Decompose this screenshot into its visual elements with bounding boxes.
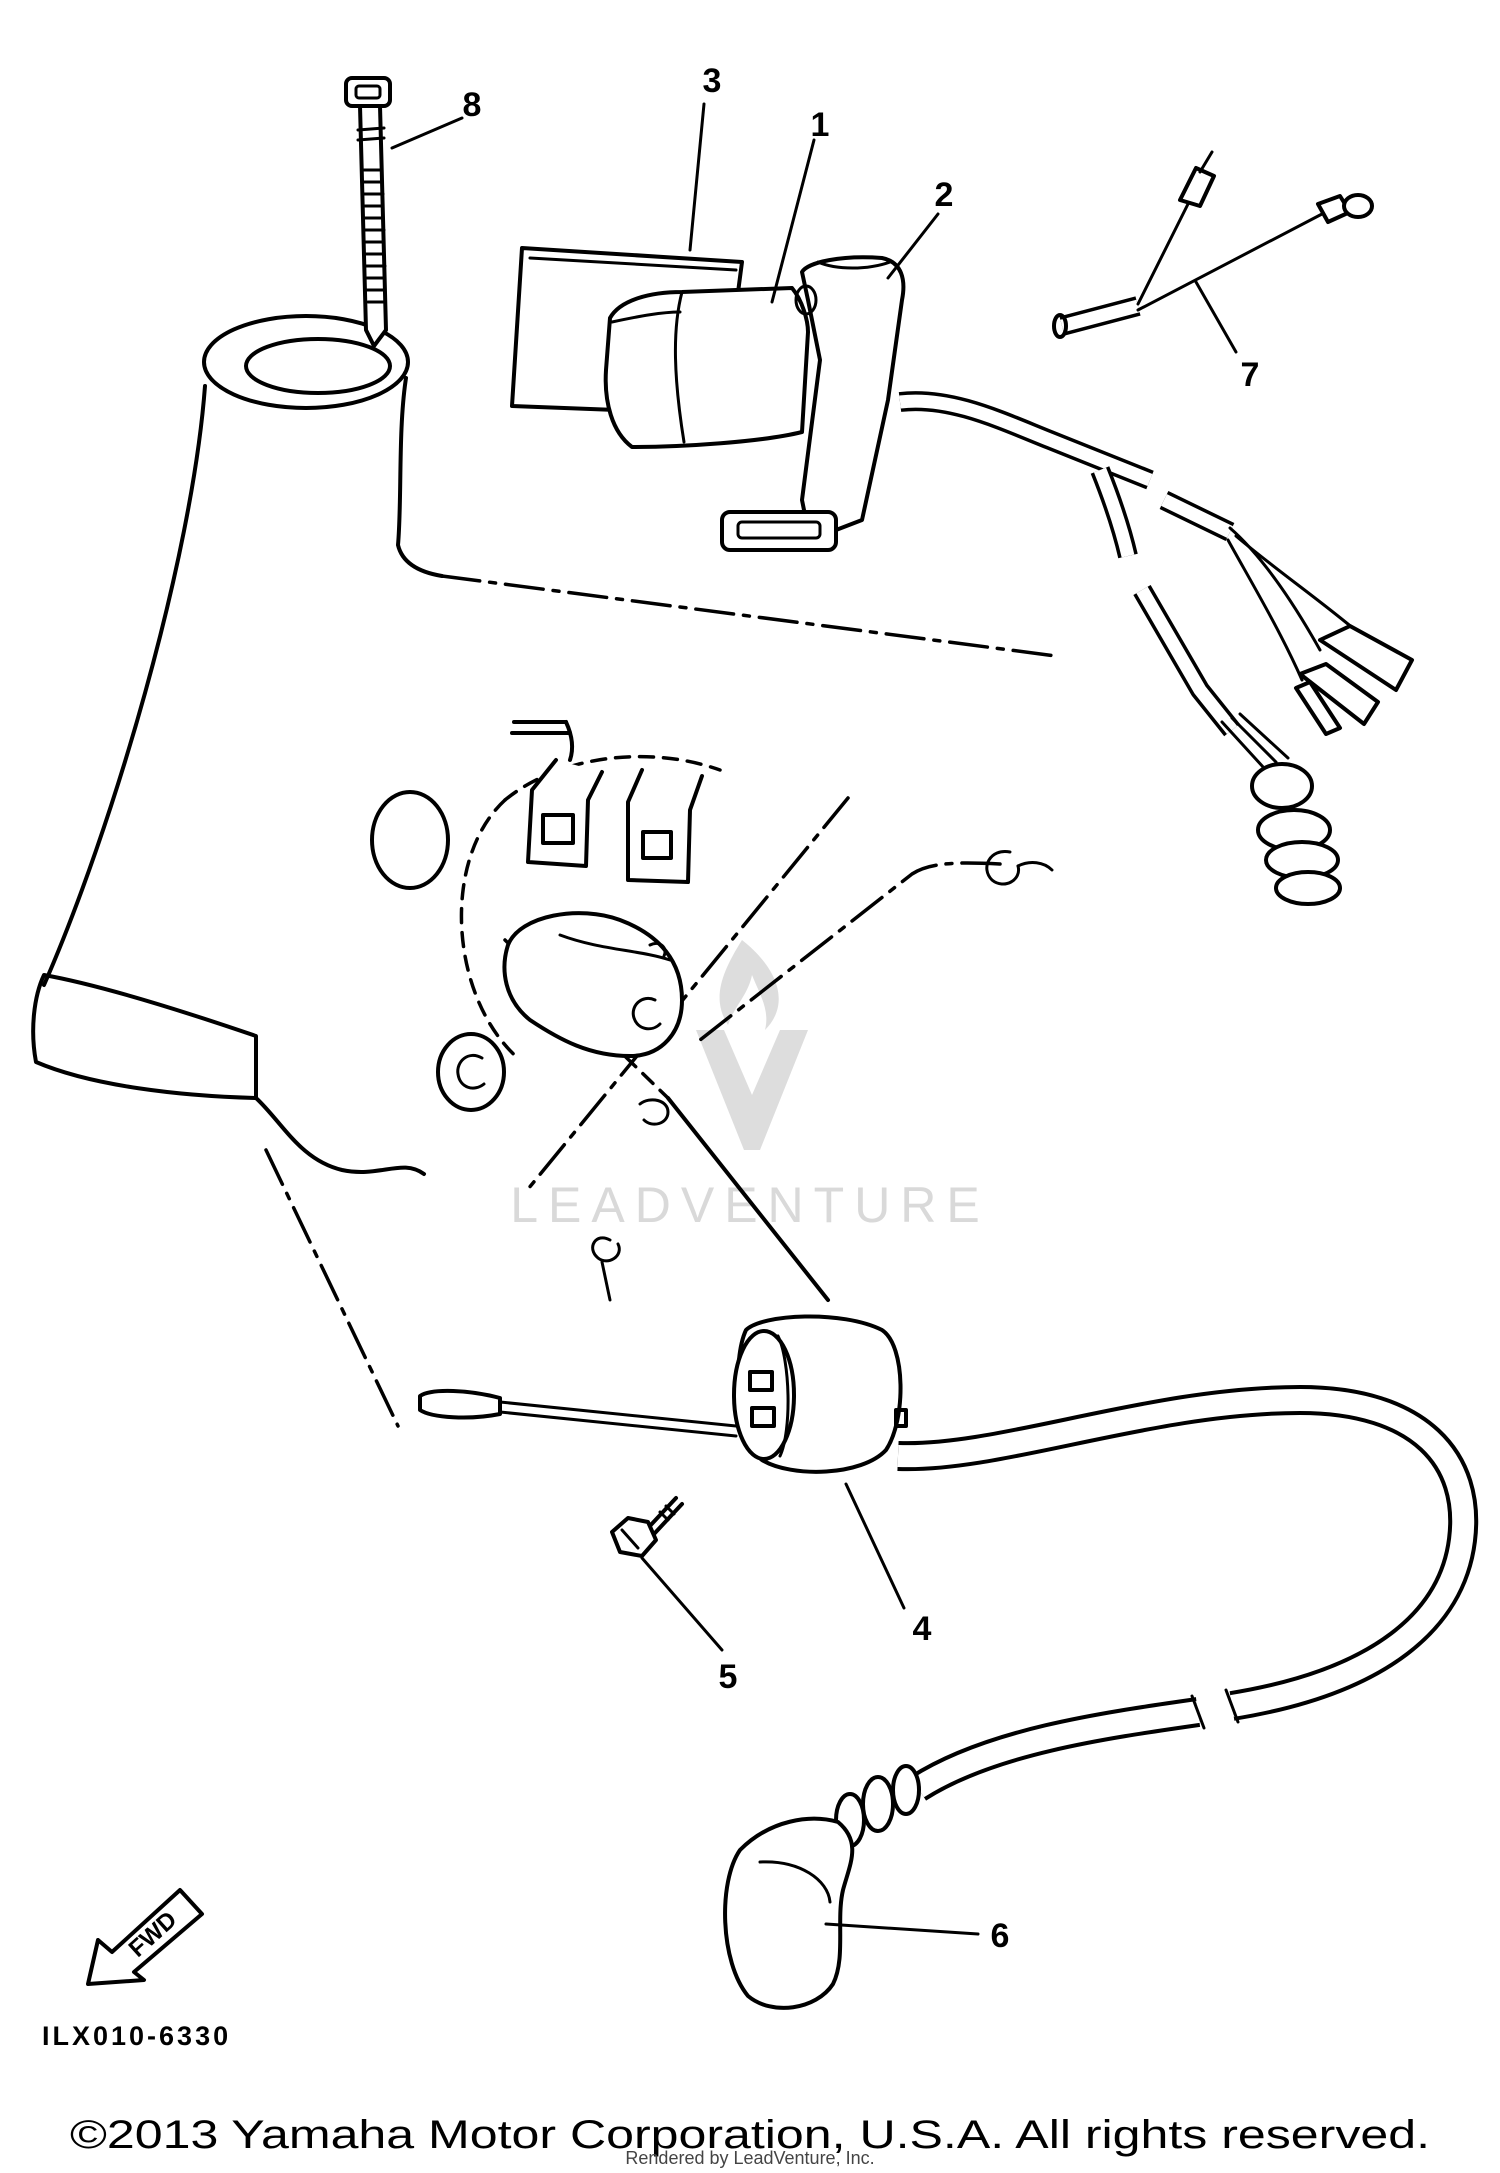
watermark-flame-icon	[719, 940, 779, 1030]
leadventure-watermark: LEADVENTURE	[510, 940, 990, 1233]
forward-arrow-icon	[86, 1888, 204, 1986]
catalog-code: ILX010-6330	[42, 2021, 231, 2051]
unit-wiring	[898, 391, 1414, 906]
cdi-unit	[603, 286, 810, 449]
callout-3: 3	[703, 62, 722, 100]
callout-5: 5	[719, 1658, 738, 1696]
ignition-coil	[732, 1314, 908, 1474]
callout-2: 2	[935, 176, 954, 214]
high-tension-cable	[897, 1385, 1479, 1801]
callout-labels: 8 3 1 2 7 4 5 6	[463, 62, 1260, 1955]
rendered-by-notice: Rendered by LeadVenture, Inc.	[625, 2148, 874, 2168]
spark-plug-cap	[723, 1764, 921, 2010]
callout-1: 1	[811, 106, 830, 144]
callout-8: 8	[463, 86, 482, 124]
bolt	[610, 1496, 684, 1558]
callout-leaders	[390, 102, 1238, 1936]
wire-harness	[1052, 150, 1374, 339]
copyright-notice: ©2013 Yamaha Motor Corporation, U.S.A. A…	[70, 2113, 1430, 2157]
frame-casting	[31, 314, 1058, 1428]
coil-mount	[502, 911, 684, 1058]
forward-arrow-badge: FWD	[86, 1888, 204, 1986]
coil-lead-wire	[418, 1388, 738, 1438]
mounting-band	[720, 255, 906, 552]
frame-brackets	[526, 758, 704, 884]
callout-4: 4	[913, 1610, 932, 1648]
callout-7: 7	[1241, 356, 1260, 394]
cable-tie	[344, 76, 392, 348]
callout-6: 6	[991, 1917, 1010, 1955]
watermark-brand-text: LEADVENTURE	[510, 1177, 990, 1233]
watermark-v-icon	[696, 1030, 808, 1150]
